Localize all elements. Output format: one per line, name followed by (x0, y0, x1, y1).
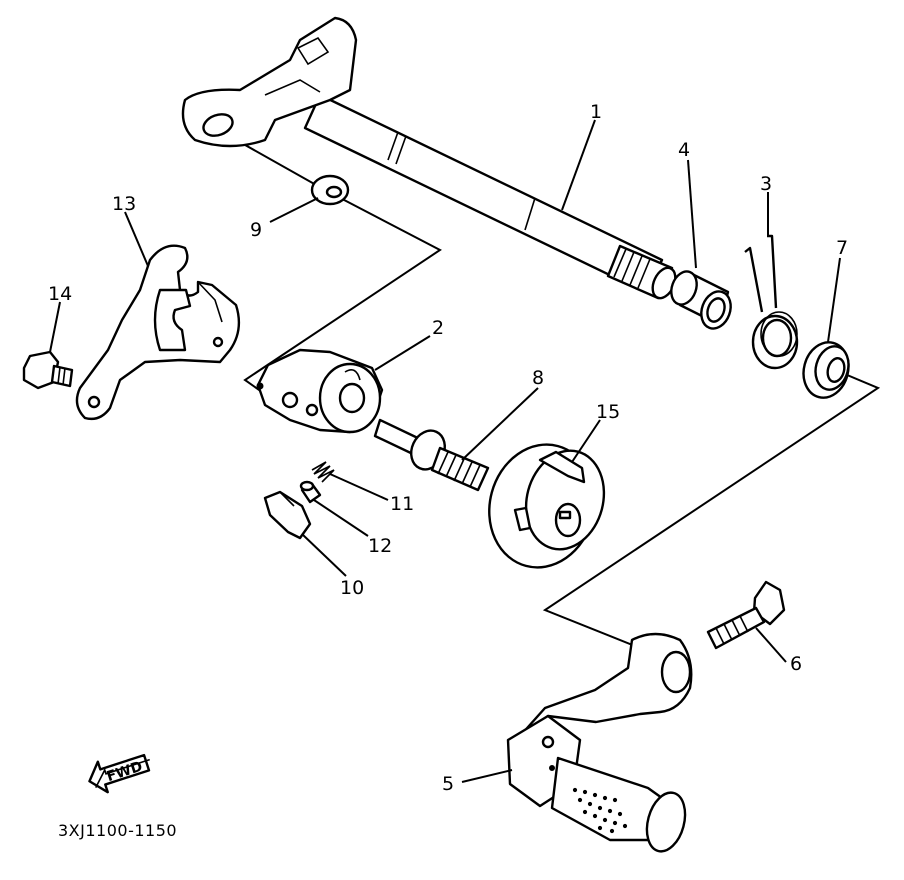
callout-13: 13 (112, 193, 136, 215)
callout-9: 9 (250, 219, 262, 241)
part-15-segment (488, 443, 606, 569)
assembly-guide-lines (214, 127, 881, 649)
part-9-washer (310, 174, 350, 206)
part-4-collar (670, 270, 732, 330)
callout-6: 6 (790, 653, 802, 675)
callout-7: 7 (836, 237, 848, 259)
part-10-stopper (263, 490, 312, 540)
callout-1: 1 (590, 101, 602, 123)
part-12-pin (299, 480, 322, 504)
part-8-stud-bolt (373, 418, 490, 492)
callout-2: 2 (432, 317, 444, 339)
leader-lines (49, 119, 841, 783)
part-3-torsion-spring (744, 234, 799, 370)
fwd-label: FWD (105, 759, 145, 786)
part-11-spring (311, 461, 335, 483)
callout-15: 15 (596, 401, 620, 423)
callout-8: 8 (532, 367, 544, 389)
callout-11: 11 (390, 493, 414, 515)
fwd-direction-arrow: FWD (88, 753, 151, 794)
part-13-stopper-lever (75, 244, 241, 421)
part-5-shift-pedal (506, 632, 693, 853)
callout-12: 12 (368, 535, 392, 557)
part-14-bolt (22, 350, 74, 390)
callout-3: 3 (760, 173, 772, 195)
part-1-shift-shaft (181, 16, 677, 300)
diagram-reference-code: 3XJ1100-1150 (58, 821, 177, 840)
callout-14: 14 (48, 283, 72, 305)
callout-10: 10 (340, 577, 364, 599)
part-7-oil-seal (802, 341, 850, 399)
callout-4: 4 (678, 139, 690, 161)
part-6-bolt (706, 580, 786, 650)
callout-labels: 1 2 3 4 5 6 7 8 9 10 11 12 13 14 15 (48, 101, 848, 795)
callout-5: 5 (442, 773, 454, 795)
part-2-shift-arm (256, 348, 384, 434)
